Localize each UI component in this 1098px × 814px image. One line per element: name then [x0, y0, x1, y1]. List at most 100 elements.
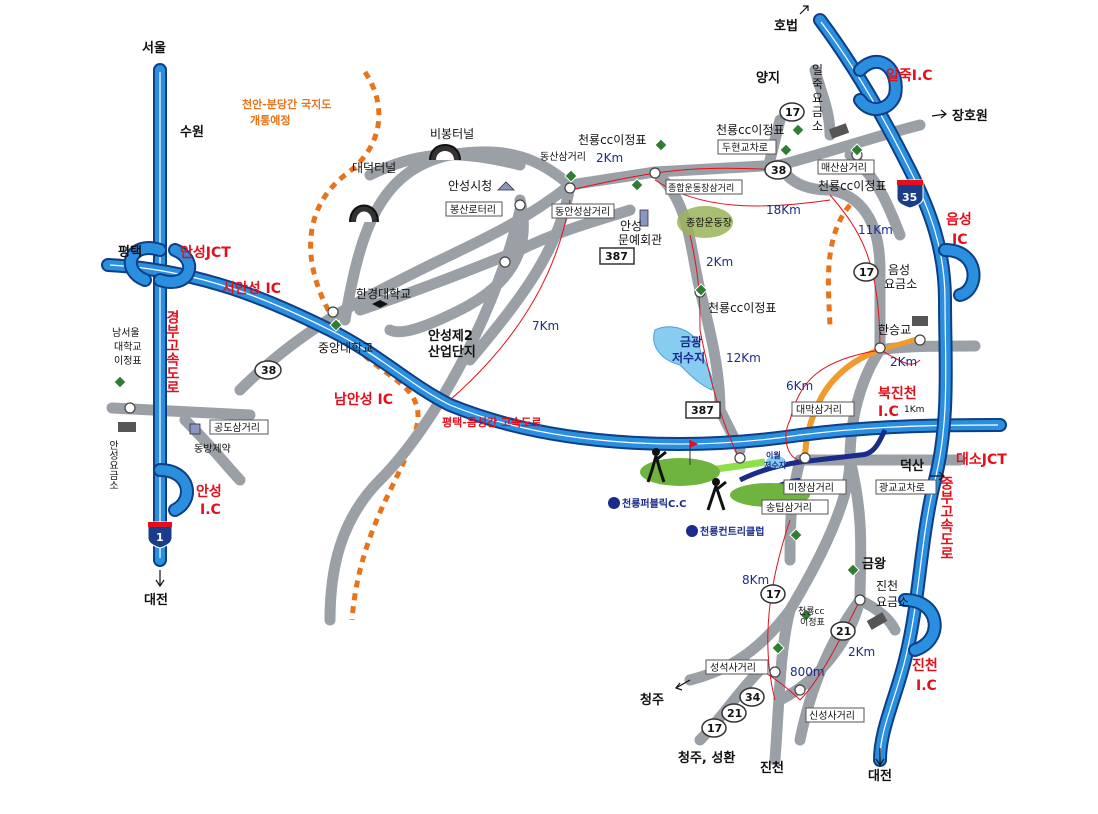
- planned-road-right: [825, 203, 852, 331]
- bibong-tunnel-icon: [429, 144, 461, 161]
- label-industrial-2: 산업단지: [428, 344, 476, 360]
- label-seongseok-junction: 성석사거리: [710, 662, 756, 674]
- direction-arrows: [155, 5, 947, 767]
- golf-country-label[interactable]: 천룡컨트리클럽: [686, 525, 764, 538]
- distance-7km: 7Km: [532, 319, 559, 333]
- label-cheonryong-sign-c: 천룡cc이정표: [818, 178, 886, 193]
- label-namseoul-2: 대학교: [114, 341, 142, 353]
- label-bibong-tunnel: 비봉터널: [430, 127, 474, 141]
- route-38-top-label: 38: [771, 164, 786, 177]
- label-iljuk-ic: 일죽I.C: [886, 68, 933, 84]
- label-dongbang: 동방제약: [194, 443, 231, 455]
- label-golf-country[interactable]: 천룡컨트리클럽: [700, 525, 764, 538]
- jincheon-toll-icon: [866, 612, 888, 630]
- route-34-label: 34: [745, 691, 761, 704]
- expressway-1-label: 1: [156, 531, 164, 544]
- distance-18km: 18Km: [766, 203, 801, 217]
- label-namseoul-1: 남서울: [112, 327, 140, 339]
- label-culture-hall-2: 문예회관: [618, 233, 662, 247]
- label-gwanggyo-rotary: 광교교차로: [879, 482, 925, 494]
- label-jungbu: 중부고속도로: [938, 476, 954, 560]
- route-shield-17-bottom: 17: [701, 718, 727, 738]
- label-duhyeon-junction: 두현교차로: [722, 142, 768, 154]
- label-gongdo-junction: 공도삼거리: [214, 422, 260, 434]
- route-shield-38-left: 38: [254, 360, 282, 380]
- label-gyeongbu: 경부고속도로: [164, 309, 180, 394]
- label-chungang-univ: 중앙대학교: [318, 341, 373, 355]
- label-anseong-ic-2: I.C: [200, 502, 221, 518]
- label-hobeop: 호법: [774, 18, 798, 34]
- route-shield-38-top: 38: [764, 160, 792, 180]
- university-icon: [372, 300, 388, 308]
- distance-8km: 8Km: [742, 573, 769, 587]
- distance-12km: 12Km: [726, 351, 761, 365]
- sports-complex-icon: [677, 206, 733, 238]
- label-golf-public[interactable]: 천룡퍼블릭C.C: [622, 497, 686, 510]
- label-eumseong-toll-1: 음성: [888, 263, 910, 277]
- expressway-shield-35: 35: [896, 179, 924, 209]
- label-deoksan: 덕산: [900, 458, 924, 474]
- geumgwang-reservoir: [653, 326, 714, 391]
- label-songtip-junction: 송팁삼거리: [766, 502, 812, 514]
- cityhall-icon: [497, 181, 515, 191]
- label-namanseong-ic: 남안성 IC: [334, 391, 393, 408]
- route-17-mid-label: 17: [859, 266, 874, 279]
- route-21-b-label: 21: [727, 707, 742, 720]
- label-janghowon: 장호원: [952, 108, 988, 124]
- eumseong-toll-icon: [912, 316, 928, 326]
- label-iljuk-toll-1: 일: [812, 63, 823, 77]
- label-pyeongtaek: 평택: [118, 244, 142, 260]
- distance-11km: 11Km: [858, 223, 893, 237]
- label-anseong-ic-1: 안성: [196, 483, 222, 500]
- route-shield-17-mid: 17: [853, 262, 879, 282]
- label-daedeok-tunnel: 대덕터널: [352, 161, 396, 175]
- label-pyeongtaek-eumseong: 평택-음성간 고속도로: [442, 415, 541, 429]
- golf-public-label[interactable]: 천룡퍼블릭C.C: [608, 497, 686, 510]
- label-cheonryong-sign-d: 천룡cc이정표: [708, 300, 776, 315]
- label-cheongju-seonghwan: 청주, 성환: [678, 750, 735, 766]
- label-seoanseong-ic: 서안성 IC: [222, 280, 281, 297]
- distance-6km: 6Km: [786, 379, 813, 393]
- daedeok-tunnel-icon: [349, 204, 379, 223]
- label-jincheon-toll-1: 진천: [876, 578, 898, 593]
- distance-2km-right: 2Km: [890, 355, 917, 369]
- label-iljuk-toll-4: 금: [812, 105, 823, 119]
- dongbang-icon: [189, 423, 201, 435]
- culture-hall-icon: [639, 209, 649, 227]
- igeol-reservoir: [766, 456, 786, 468]
- label-mijang-junction: 미장삼거리: [788, 482, 834, 494]
- label-seoul: 서울: [142, 40, 166, 56]
- label-cheonryong-sign-a: 천룡cc이정표: [578, 132, 646, 147]
- label-planned-road-2: 개통예정: [250, 113, 290, 127]
- route-shield-387-b: 387: [685, 401, 721, 419]
- label-daejeon-left: 대전: [144, 592, 168, 608]
- distance-1km: 1Km: [904, 405, 924, 415]
- label-suwon: 수원: [180, 125, 204, 140]
- label-anseong-cityhall: 안성시청: [448, 179, 492, 193]
- label-daeso-jct: 대소JCT: [956, 452, 1007, 468]
- label-hankyong-univ: 한경대학교: [356, 287, 411, 301]
- route-17-top-label: 17: [785, 106, 800, 119]
- label-daejeon-right: 대전: [868, 768, 892, 784]
- label-bukjincheon-ic-2: I.C: [878, 404, 899, 420]
- label-iljuk-toll-2: 죽: [812, 77, 823, 91]
- label-hansan: 한승교: [878, 323, 911, 337]
- expressway-35-label: 35: [902, 191, 917, 204]
- label-jincheon-ic-1: 진천: [912, 657, 938, 674]
- golfer-2-icon: [706, 478, 727, 511]
- golfer-1-icon: [646, 448, 667, 483]
- label-igeol-1: 이월: [766, 450, 781, 460]
- label-reservoir-2: 저수지: [672, 350, 705, 365]
- label-planned-road-1: 천안-분당간 국지도: [242, 97, 331, 111]
- label-eumseong-ic-2: IC: [952, 232, 967, 248]
- label-jincheon-ic-2: I.C: [916, 678, 937, 694]
- label-jincheon-toll-2: 요금소: [876, 595, 909, 609]
- golf-green-link: [709, 458, 766, 474]
- golf-access-route: [738, 428, 888, 483]
- label-sports-complex: 종합운동장: [686, 217, 732, 229]
- expressway-shield-1: 1: [147, 521, 173, 549]
- anseong-toll-icon: [118, 422, 136, 432]
- label-cheonryong-sign-e2: 이정표: [800, 617, 825, 628]
- label-culture-hall-1: 안성: [620, 219, 642, 233]
- planned-road-hansan: [879, 335, 921, 353]
